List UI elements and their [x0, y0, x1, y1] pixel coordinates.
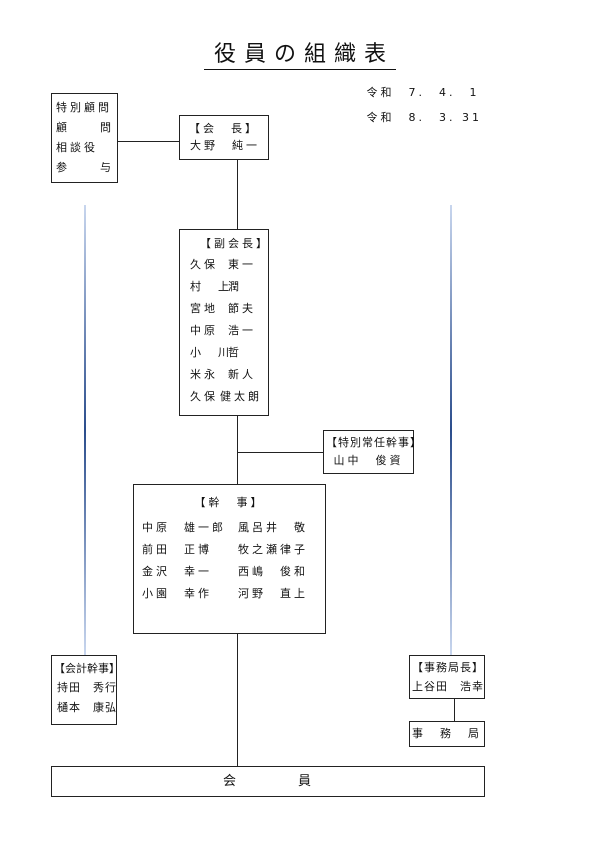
- end-date: 令和 8. 3. 31: [366, 111, 482, 124]
- advisor-row: 相談役: [56, 141, 98, 154]
- advisor-connector: [117, 141, 179, 142]
- special-secretary-heading: 【特別常任幹事】: [326, 436, 422, 449]
- advisor-to-accounting-line: [84, 205, 86, 655]
- vice-president-name: 久保健太朗: [190, 390, 262, 403]
- vice-president-name: 中原浩一: [190, 324, 256, 337]
- secretary-general-heading: 【事務局長】: [412, 661, 484, 674]
- special-secretary-connector: [237, 452, 323, 453]
- advisor-row: 特別顧問: [56, 101, 112, 114]
- president-heading: 【会 長】: [189, 122, 259, 135]
- special-secretary-name: 山中 俊資: [333, 454, 404, 467]
- president-name: 大野 純一: [190, 139, 260, 152]
- accounting-name: 持田 秀行: [57, 681, 117, 694]
- vice-president-name: 久保東一: [190, 258, 256, 271]
- start-date: 令和 7. 4. 1: [366, 86, 480, 99]
- accounting-name: 樋本 康弘: [57, 701, 117, 714]
- special-secretary-box: 【特別常任幹事】 山中 俊資: [323, 430, 422, 474]
- members-label: 会 員: [222, 774, 313, 789]
- vice-president-name: 村 上潤: [190, 280, 242, 293]
- secretary-row: 小園 幸作河野 直上: [142, 587, 308, 600]
- accounting-box: 【会計幹事】 持田 秀行 樋本 康弘: [51, 655, 120, 725]
- secretariat-line: [450, 205, 452, 655]
- secretary-row: 前田 正博牧之瀬律子: [142, 543, 308, 556]
- secretaries-to-members-connector: [237, 634, 238, 766]
- date-range: 令和 7. 4. 1 令和 8. 3. 31: [367, 80, 482, 130]
- page-title: 役員の組織表: [0, 36, 600, 70]
- secretary-row: 金沢 幸一西嶋 俊和: [142, 565, 308, 578]
- vice-presidents-box: 【副会長】 久保東一 村 上潤 宮地節夫 中原浩一 小 川哲 米永新人 久保健太…: [179, 229, 269, 416]
- vice-president-name: 米永新人: [190, 368, 256, 381]
- vice-president-name: 宮地節夫: [190, 302, 256, 315]
- secretary-row: 中原 雄一郎風呂井 敬: [142, 521, 308, 534]
- office-connector: [454, 699, 455, 721]
- secretary-general-name: 上谷田 浩幸: [412, 680, 484, 693]
- office-label: 事 務 局: [412, 727, 482, 740]
- vice-presidents-heading: 【副会長】: [200, 237, 270, 250]
- advisor-row: 顧問: [56, 121, 114, 134]
- president-box: 【会 長】 大野 純一: [179, 115, 269, 160]
- office-box: 事 務 局: [409, 721, 485, 747]
- vice-president-name: 小 川哲: [190, 346, 242, 359]
- secretaries-heading: 【幹 事】: [194, 496, 265, 509]
- accounting-heading: 【会計幹事】: [54, 662, 120, 675]
- president-to-vice-connector: [237, 160, 238, 229]
- secretary-general-box: 【事務局長】 上谷田 浩幸: [409, 655, 485, 699]
- members-box: 会 員: [51, 766, 485, 797]
- vice-to-members-trunk: [237, 416, 238, 484]
- advisor-row: 参与: [56, 161, 114, 174]
- advisors-box: 特別顧問 顧問 相談役 参与: [51, 93, 118, 183]
- secretaries-box: 【幹 事】 中原 雄一郎風呂井 敬 前田 正博牧之瀬律子 金沢 幸一西嶋 俊和 …: [133, 484, 326, 634]
